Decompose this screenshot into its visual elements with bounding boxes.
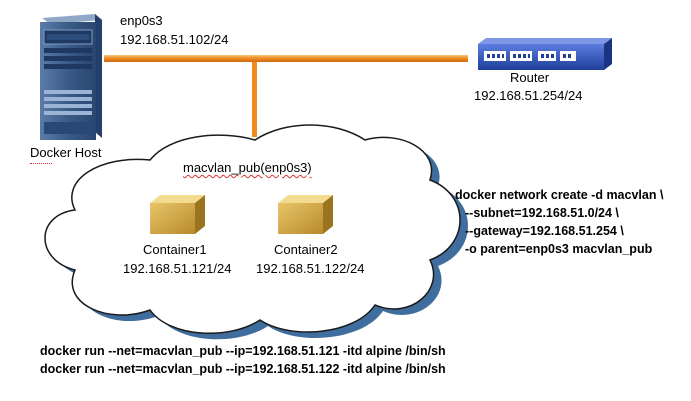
docker-host-label: Docker Host [30,145,102,160]
create-cmd-line3: --gateway=192.168.51.254 \ [465,224,624,238]
host-interface-name: enp0s3 [120,13,163,28]
router-icon [478,38,612,70]
server-icon [40,14,102,140]
create-cmd-line2: --subnet=192.168.51.0/24 \ [465,206,619,220]
container1-name: Container1 [143,242,207,257]
container1-ip: 192.168.51.121/24 [123,261,232,276]
container2-name: Container2 [274,242,338,257]
router-ip: 192.168.51.254/24 [474,88,583,103]
container2-icon [278,195,333,234]
create-cmd-line1: docker network create -d macvlan \ [455,188,664,202]
host-interface-ip: 192.168.51.102/24 [120,32,229,47]
container1-icon [150,195,205,234]
spellcheck-mark [30,163,52,164]
host-network-link [252,62,257,137]
host-router-link [104,55,468,62]
run-cmd-1: docker run --net=macvlan_pub --ip=192.16… [40,344,446,358]
container2-ip: 192.168.51.122/24 [256,261,365,276]
cloud [44,124,461,335]
network-name: macvlan_pub(enp0s3) [183,160,312,175]
docker-host-label-text: Docker Host [30,145,102,160]
run-cmd-2: docker run --net=macvlan_pub --ip=192.16… [40,362,446,376]
create-cmd-line4: -o parent=enp0s3 macvlan_pub [465,242,653,256]
router-label: Router [510,70,550,85]
